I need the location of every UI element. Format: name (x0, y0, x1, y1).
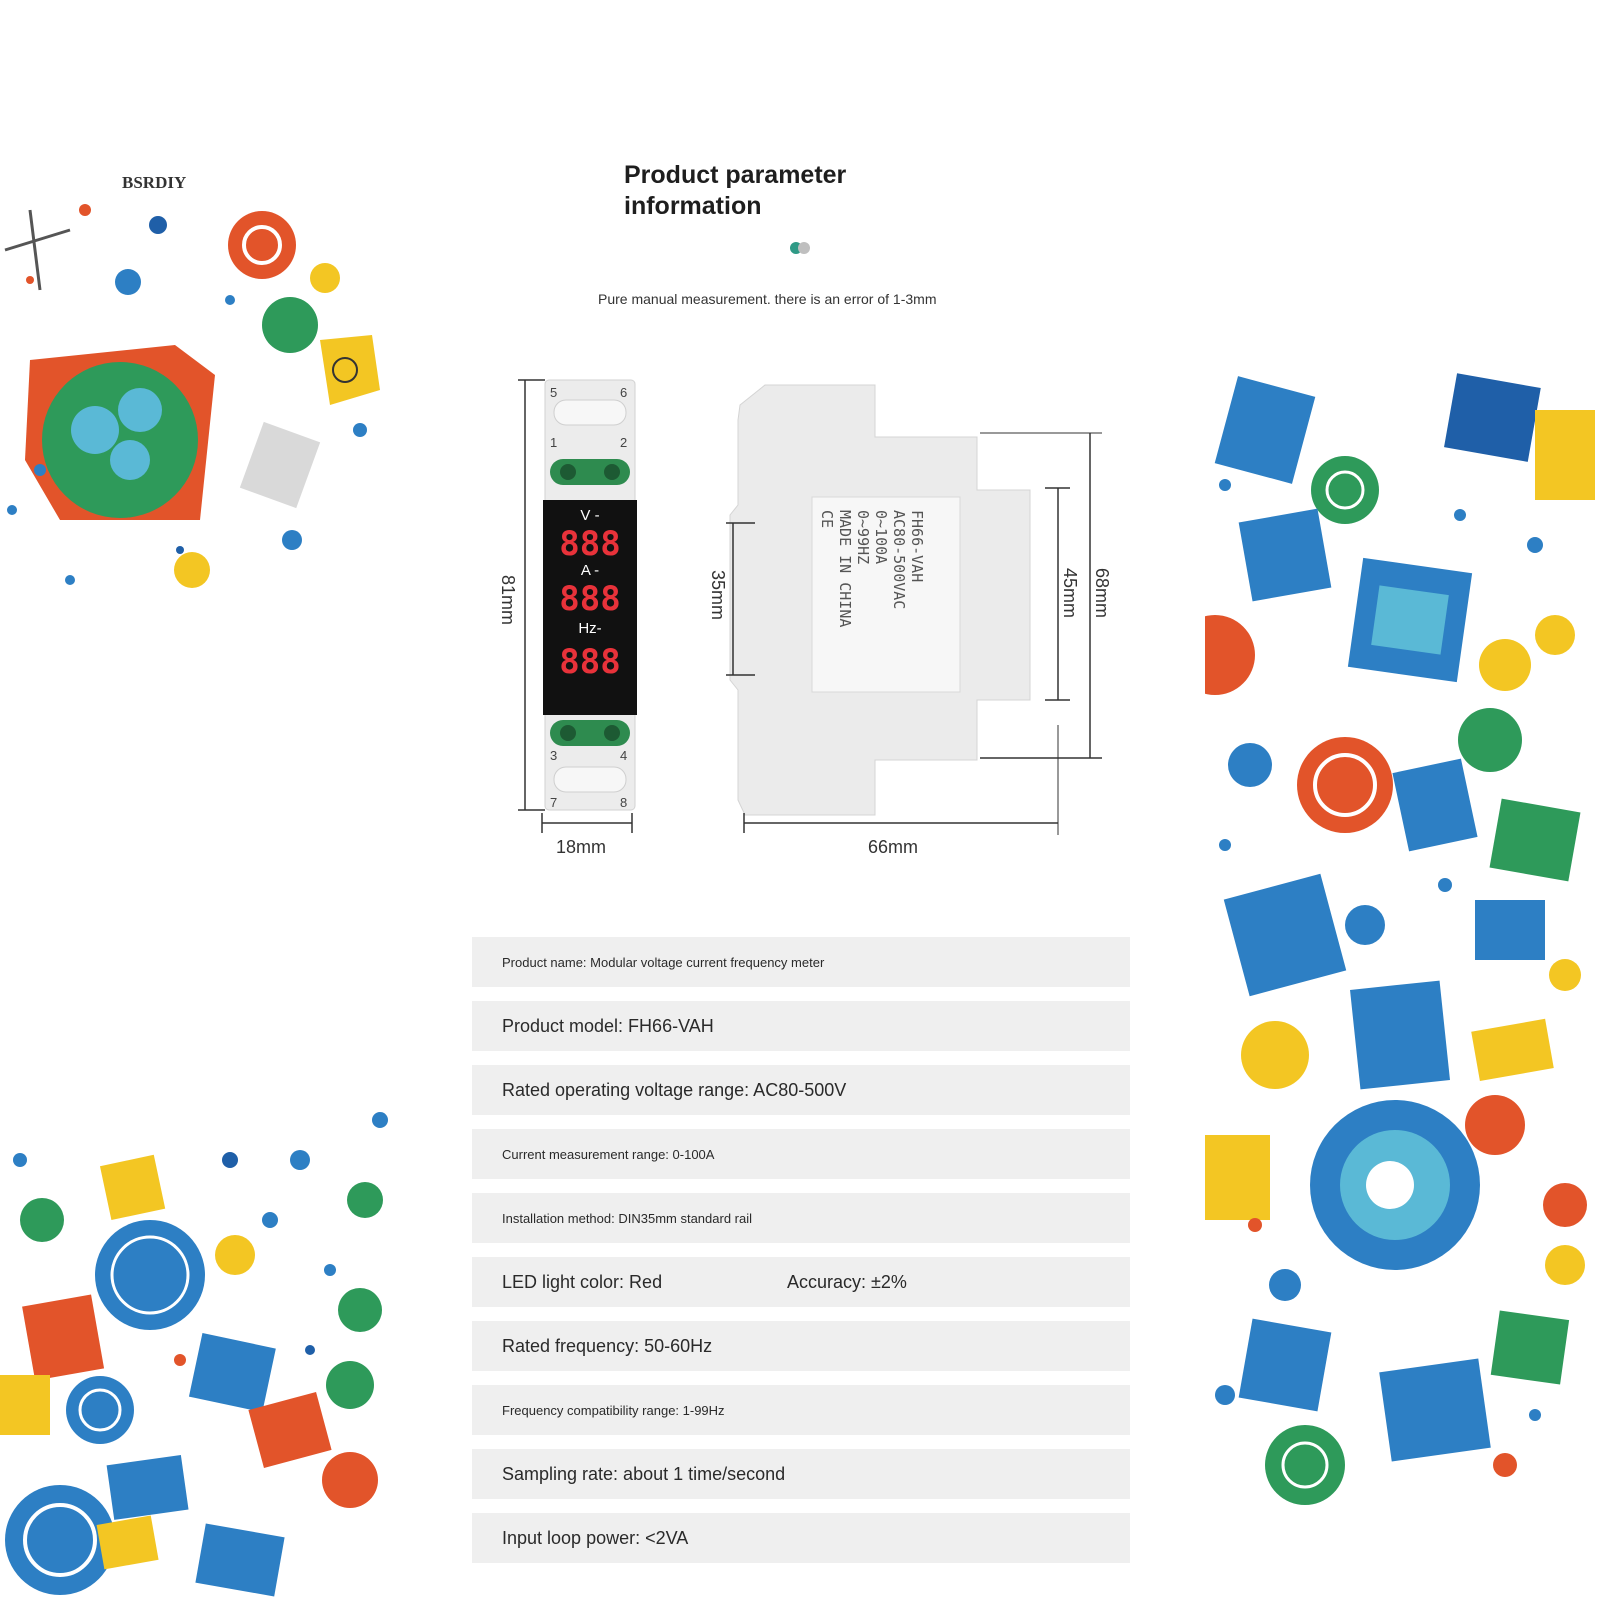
spec-text: Installation method: DIN35mm standard ra… (502, 1210, 753, 1226)
doodle-graphic (1205, 373, 1595, 1505)
dimension-height-label: 81mm (498, 575, 518, 625)
display-label-frequency: Hz- (578, 620, 601, 637)
spec-row: Rated operating voltage range: AC80-500V (472, 1065, 1130, 1115)
led-display-panel (543, 500, 637, 715)
dimension-rail-label: 35mm (708, 570, 728, 620)
doodle-illustration-bottom-left (0, 1100, 395, 1600)
spec-row: Product name: Modular voltage current fr… (472, 937, 1130, 987)
stamp-text: BSRDIY (122, 173, 186, 192)
measurement-note: Pure manual measurement. there is an err… (598, 291, 937, 307)
spec-row: Installation method: DIN35mm standard ra… (472, 1193, 1130, 1243)
spec-row: Frequency compatibility range: 1-99Hz (472, 1385, 1130, 1435)
spec-row: LED light color: Red Accuracy: ±2% (472, 1257, 1130, 1307)
title-line-2: information (624, 192, 762, 220)
spec-text: Rated frequency: 50-60Hz (502, 1335, 713, 1356)
device-label-current: 0~100A (872, 510, 890, 564)
spec-row: Product model: FH66-VAH (472, 1001, 1130, 1051)
led-digits-frequency: 888 (559, 642, 620, 682)
dimension-depth-label: 68mm (1092, 568, 1112, 618)
device-label-model: FH66-VAH (908, 510, 926, 582)
spec-text: Rated operating voltage range: AC80-500V (502, 1079, 847, 1100)
terminal-number: 4 (620, 748, 627, 763)
spec-row: Rated frequency: 50-60Hz (472, 1321, 1130, 1371)
spec-text: Current measurement range: 0-100A (502, 1146, 715, 1162)
terminal-number: 8 (620, 795, 627, 810)
display-label-voltage: V - (580, 507, 599, 524)
spec-row: Current measurement range: 0-100A (472, 1129, 1130, 1179)
terminal-number: 1 (550, 435, 557, 450)
spec-text: Sampling rate: about 1 time/second (502, 1463, 786, 1484)
dimension-front-height-label: 45mm (1060, 568, 1080, 618)
terminal-number: 3 (550, 748, 557, 763)
doodle-illustration-top-left: BSRDIY (0, 170, 400, 650)
spec-text: Product name: Modular voltage current fr… (502, 954, 825, 970)
terminal-number: 2 (620, 435, 627, 450)
dimension-width-label: 18mm (556, 837, 606, 857)
led-digits-voltage: 888 (559, 524, 620, 564)
side-view-drawing: FH66-VAH AC80-500VAC 0~100A 0~99HZ MADE … (708, 384, 1112, 857)
display-label-current: A - (581, 562, 599, 579)
title-accent-dots (790, 242, 814, 256)
doodle-graphic (0, 1112, 388, 1597)
device-label-voltage: AC80-500VAC (890, 510, 908, 609)
device-label-frequency: 0~99HZ (854, 510, 872, 564)
front-view-drawing: 5 6 1 2 3 4 7 8 V - 888 A - 888 Hz- 888 … (498, 379, 637, 857)
spec-row: Sampling rate: about 1 time/second (472, 1449, 1130, 1499)
spec-list: Product name: Modular voltage current fr… (472, 937, 1130, 1577)
dimension-drawings: 5 6 1 2 3 4 7 8 V - 888 A - 888 Hz- 888 … (498, 379, 1112, 857)
spec-text: Input loop power: <2VA (502, 1527, 689, 1548)
spec-text-secondary: Accuracy: ±2% (787, 1271, 907, 1292)
spec-row: Input loop power: <2VA (472, 1513, 1130, 1563)
led-digits-current: 888 (559, 579, 620, 619)
spec-text: LED light color: Red (502, 1271, 663, 1292)
page-title: Product parameter information (624, 160, 984, 222)
accent-dot (798, 242, 810, 254)
terminal-number: 6 (620, 385, 627, 400)
dimension-length-label: 66mm (868, 837, 918, 857)
terminal-number: 7 (550, 795, 557, 810)
device-label-ce: CE (818, 510, 836, 528)
spec-text: Frequency compatibility range: 1-99Hz (502, 1402, 725, 1418)
doodle-graphic: BSRDIY (4, 173, 380, 588)
spec-text: Product model: FH66-VAH (502, 1015, 714, 1036)
title-line-1: Product parameter (624, 161, 847, 189)
device-label-origin: MADE IN CHINA (836, 510, 854, 627)
doodle-illustration-right (1205, 365, 1600, 1545)
terminal-number: 5 (550, 385, 557, 400)
